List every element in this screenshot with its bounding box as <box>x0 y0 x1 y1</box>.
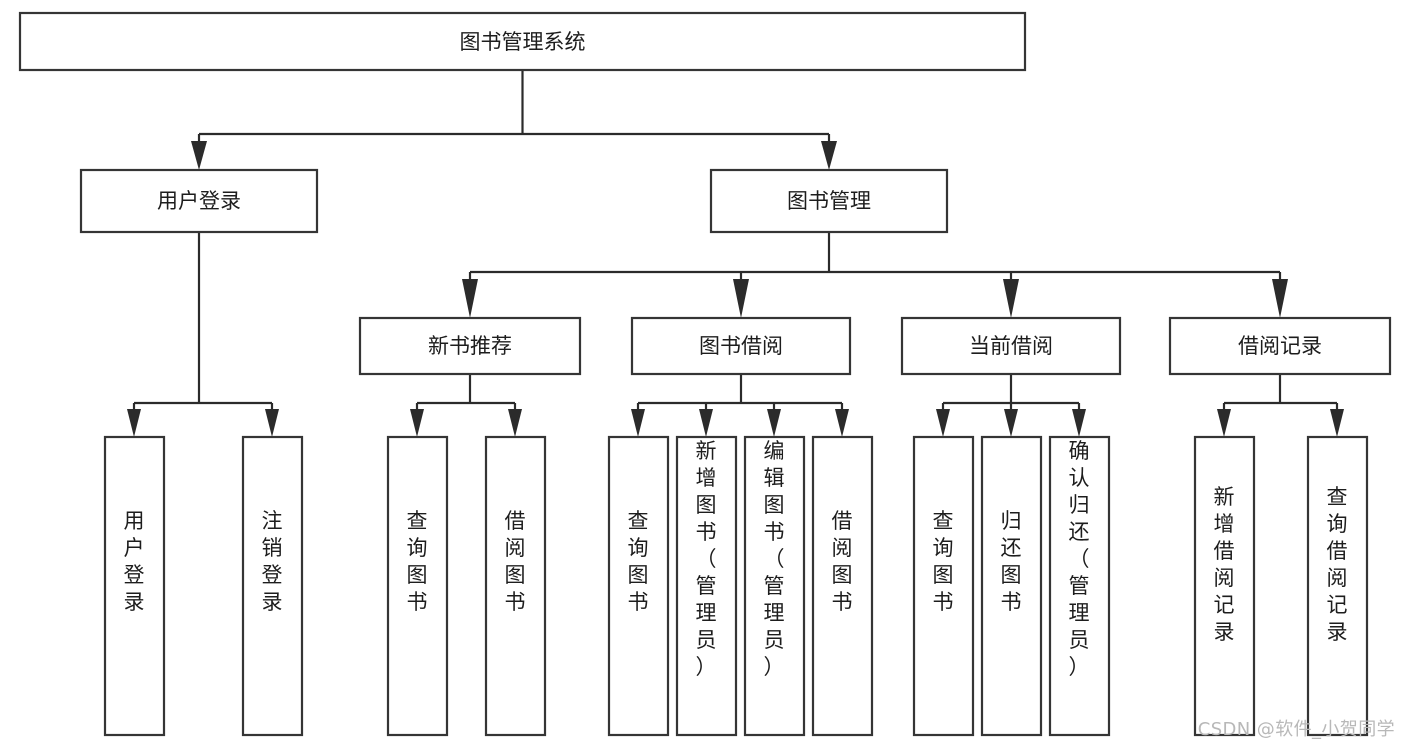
connector-group-book-manage <box>462 232 1288 318</box>
node-user-login-label: 用户登录 <box>157 189 241 213</box>
node-new-book-recommend-label: 新书推荐 <box>428 334 512 358</box>
leaf-node-add-borrow-record-box[interactable] <box>1193 435 1256 737</box>
arrowhead-leaf-borrow-book-2 <box>835 409 849 437</box>
leaf-node-borrow-book-box[interactable] <box>811 435 874 737</box>
node-current-borrow-box[interactable] <box>900 316 1122 376</box>
node-user-login-box[interactable] <box>79 168 319 234</box>
node-borrow-record-label: 借阅记录 <box>1238 334 1322 358</box>
arrowhead-leaf-borrow-book-1 <box>508 409 522 437</box>
leaf-node-logout-box[interactable] <box>241 435 304 737</box>
arrowhead-leaf-add-book <box>699 409 713 437</box>
leaf-node-query-borrow-record-label: 查询借阅记录 <box>1327 485 1348 644</box>
arrowhead-to-current-borrow <box>1003 279 1019 318</box>
leaf-node-edit-book-admin-box[interactable] <box>743 435 806 737</box>
leaf-node-query-book-borrow-box[interactable] <box>607 435 670 737</box>
leaf-node-query-book-borrow-label: 查询图书 <box>628 509 649 614</box>
arrowhead-to-book-borrow <box>733 279 749 318</box>
arrowhead-leaf-edit-book <box>767 409 781 437</box>
leaf-node-borrow-book-recommend-box[interactable] <box>484 435 547 737</box>
node-new-book-recommend-box[interactable] <box>358 316 582 376</box>
arrowhead-leaf-query-book-1 <box>410 409 424 437</box>
leaf-node-edit-book-admin[interactable]: 编辑图书（管理员） <box>743 435 806 737</box>
arrowhead-to-new-book <box>462 279 478 318</box>
arrowhead-leaf-query-book-3 <box>936 409 950 437</box>
leaf-node-user-login-box[interactable] <box>103 435 166 737</box>
node-book-borrow[interactable]: 图书借阅 <box>630 316 852 376</box>
leaf-node-confirm-return-admin-label: 确认归还（管理员） <box>1069 439 1090 679</box>
node-current-borrow[interactable]: 当前借阅 <box>900 316 1122 376</box>
leaf-node-return-book[interactable]: 归还图书 <box>980 435 1043 737</box>
node-book-borrow-label: 图书借阅 <box>699 334 783 358</box>
arrowhead-to-user-login <box>191 141 207 170</box>
leaf-node-return-book-box[interactable] <box>980 435 1043 737</box>
csdn-watermark: CSDN @软件_小贺同学 <box>1197 719 1395 740</box>
leaf-node-user-login[interactable]: 用户登录 <box>103 435 166 737</box>
node-book-manage-label: 图书管理 <box>787 189 871 213</box>
leaf-node-add-book-admin-label: 新增图书（管理员） <box>696 439 717 679</box>
leaf-node-add-book-admin[interactable]: 新增图书（管理员） <box>675 435 738 737</box>
connector-group-user-login-leaves <box>127 232 279 437</box>
node-new-book-recommend[interactable]: 新书推荐 <box>358 316 582 376</box>
connector-group-current-borrow-leaves <box>936 374 1086 437</box>
arrowhead-leaf-user-login <box>127 409 141 437</box>
connector-group-book-borrow-leaves <box>631 374 849 437</box>
leaf-node-query-book-borrow[interactable]: 查询图书 <box>607 435 670 737</box>
arrowhead-leaf-query-record <box>1330 409 1344 437</box>
node-root-system-label: 图书管理系统 <box>460 30 586 54</box>
leaf-node-confirm-return-admin[interactable]: 确认归还（管理员） <box>1048 435 1111 737</box>
arrowhead-leaf-return-book <box>1004 409 1018 437</box>
leaf-node-query-borrow-record[interactable]: 查询借阅记录 <box>1306 435 1369 737</box>
leaf-node-borrow-book-recommend[interactable]: 借阅图书 <box>484 435 547 737</box>
connector-group-borrow-record-leaves <box>1217 374 1344 437</box>
leaf-node-return-book-label: 归还图书 <box>1001 509 1022 614</box>
node-current-borrow-label: 当前借阅 <box>969 334 1053 358</box>
leaf-node-query-book-current-box[interactable] <box>912 435 975 737</box>
node-book-borrow-box[interactable] <box>630 316 852 376</box>
leaf-node-edit-book-admin-label: 编辑图书（管理员） <box>764 439 785 679</box>
node-book-manage-box[interactable] <box>709 168 949 234</box>
leaf-node-borrow-book[interactable]: 借阅图书 <box>811 435 874 737</box>
leaf-node-confirm-return-admin-box[interactable] <box>1048 435 1111 737</box>
node-borrow-record[interactable]: 借阅记录 <box>1168 316 1392 376</box>
leaf-node-borrow-book-recommend-label: 借阅图书 <box>505 509 526 614</box>
leaf-node-logout-label: 注销登录 <box>262 509 283 614</box>
connector-group-new-book-leaves <box>410 374 522 437</box>
arrowhead-leaf-confirm-return <box>1072 409 1086 437</box>
arrowhead-to-borrow-record <box>1272 279 1288 318</box>
arrowhead-leaf-add-record <box>1217 409 1231 437</box>
node-borrow-record-box[interactable] <box>1168 316 1392 376</box>
connector-group-root <box>191 70 837 170</box>
arrowhead-to-book-manage <box>821 141 837 170</box>
leaf-node-user-login-label: 用户登录 <box>124 509 145 614</box>
node-book-manage[interactable]: 图书管理 <box>709 168 949 234</box>
node-root-system-box[interactable] <box>18 11 1027 72</box>
leaf-node-logout[interactable]: 注销登录 <box>241 435 304 737</box>
arrowhead-leaf-query-book-2 <box>631 409 645 437</box>
node-root-system[interactable]: 图书管理系统 <box>18 11 1027 72</box>
leaf-node-add-borrow-record[interactable]: 新增借阅记录 <box>1193 435 1256 737</box>
leaf-node-query-book-current-label: 查询图书 <box>933 509 954 614</box>
leaf-node-query-book-current[interactable]: 查询图书 <box>912 435 975 737</box>
leaf-node-borrow-book-label: 借阅图书 <box>832 509 853 614</box>
arrowhead-leaf-logout <box>265 409 279 437</box>
leaf-node-add-book-admin-box[interactable] <box>675 435 738 737</box>
leaf-node-query-book-recommend[interactable]: 查询图书 <box>386 435 449 737</box>
leaf-node-query-book-recommend-box[interactable] <box>386 435 449 737</box>
leaf-node-add-borrow-record-label: 新增借阅记录 <box>1214 485 1235 644</box>
node-user-login[interactable]: 用户登录 <box>79 168 319 234</box>
leaf-node-query-book-recommend-label: 查询图书 <box>407 509 428 614</box>
leaf-node-query-borrow-record-box[interactable] <box>1306 435 1369 737</box>
